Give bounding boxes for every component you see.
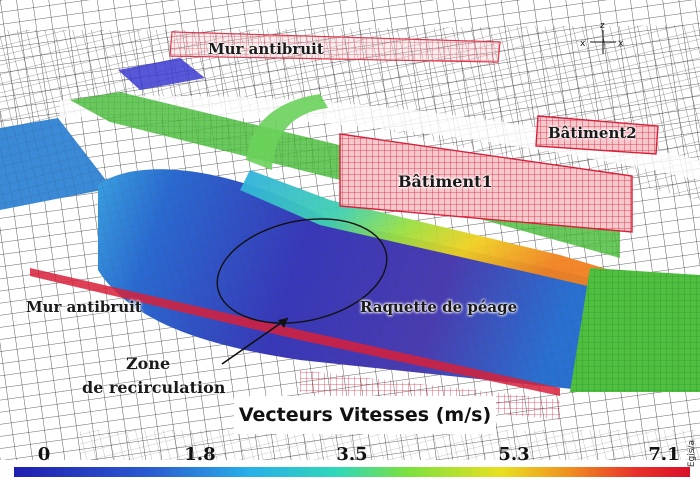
legend-tick-1: 1.8 (184, 444, 216, 465)
axis-x-right: x (618, 39, 624, 49)
label-noise-wall-left: Mur antibruit (26, 298, 142, 316)
legend-title: Vecteurs Vitesses (m/s) (234, 396, 496, 434)
label-zone-line2: de recirculation (82, 378, 226, 397)
legend-tick-0: 0 (37, 444, 51, 465)
legend-tick-2: 3.5 (336, 444, 368, 465)
label-noise-wall-top: Mur antibruit (208, 40, 324, 58)
green-lane-right (570, 268, 700, 392)
axes-icon: x z x (580, 21, 624, 54)
recirculation-zone (216, 218, 388, 324)
label-building1: Bâtiment1 (398, 172, 493, 191)
green-ramp (246, 94, 328, 170)
pointer-arrow (221, 317, 289, 365)
legend-tick-3: 5.3 (498, 444, 530, 465)
image-credit: Egis/a (687, 440, 697, 468)
axis-x-left: x (580, 39, 586, 49)
legend-colorbar (14, 467, 690, 477)
inlet-patch (118, 58, 205, 90)
axis-z: z (600, 21, 605, 31)
legend-tick-4: 7.1 (648, 444, 680, 465)
label-toll-plaza: Raquette de péage (360, 298, 518, 316)
noise-wall-top (169, 31, 501, 63)
label-building2: Bâtiment2 (548, 124, 637, 142)
noise-wall-left (30, 268, 560, 396)
label-zone-line1: Zone (126, 354, 171, 373)
velocity-jet (240, 170, 610, 290)
